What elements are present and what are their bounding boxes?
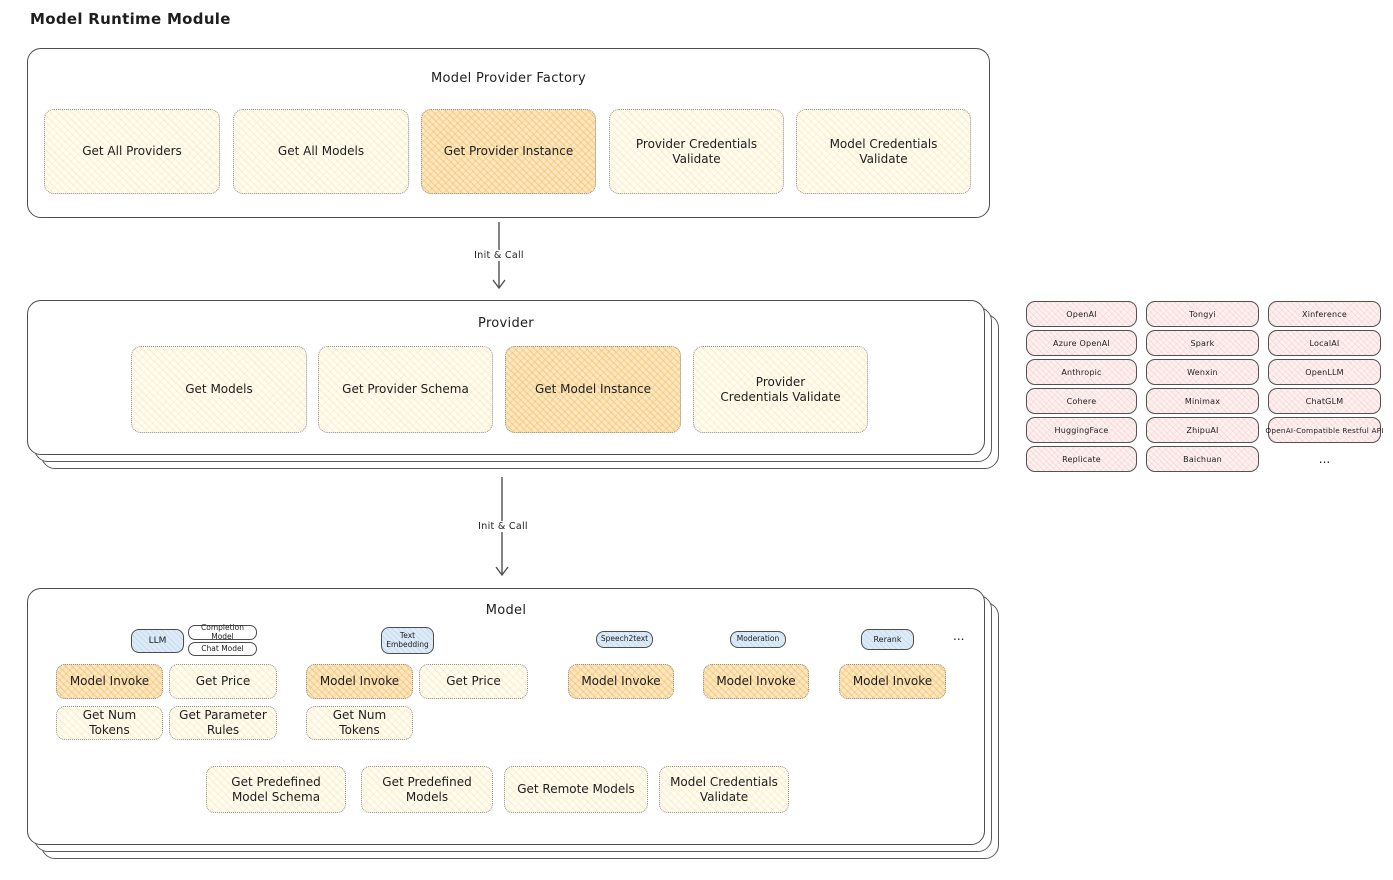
tab-text-embedding: Text Embedding [381, 627, 434, 654]
provider-chip-huggingface: HuggingFace [1026, 417, 1137, 443]
tab-completion-model: Completion Model [188, 623, 257, 640]
provider-chip-azure-openai: Azure OpenAI [1026, 330, 1137, 356]
provider-chip-more-ellipsis: ... [1318, 452, 1331, 466]
model-button-llm-model-invoke: Model Invoke [56, 664, 163, 699]
model-button-llm-get-num-tokens: Get Num Tokens [56, 706, 163, 740]
tabs-more-ellipsis: ... [953, 629, 965, 643]
factory-panel: Model Provider Factory Get All Providers… [27, 48, 990, 218]
model-title: Model [485, 603, 527, 618]
tab-chat-model: Chat Model [188, 642, 257, 656]
provider-chip-minimax: Minimax [1146, 388, 1259, 414]
provider-grid: OpenAI Tongyi Xinference Azure OpenAI Sp… [1026, 301, 1383, 472]
factory-button-model-credentials-validate: Model Credentials Validate [796, 109, 971, 194]
provider-chip-baichuan: Baichuan [1146, 446, 1259, 472]
provider-button-get-model-instance: Get Model Instance [505, 346, 681, 433]
provider-chip-anthropic: Anthropic [1026, 359, 1137, 385]
provider-chip-localai: LocalAI [1268, 330, 1381, 356]
factory-button-get-all-models: Get All Models [233, 109, 409, 194]
provider-title: Provider [478, 316, 534, 331]
factory-button-get-provider-instance: Get Provider Instance [421, 109, 596, 194]
provider-chip-wenxin: Wenxin [1146, 359, 1259, 385]
provider-button-provider-credentials-validate: Provider Credentials Validate [693, 346, 868, 433]
model-button-embedding-get-price: Get Price [419, 664, 528, 699]
provider-button-get-models: Get Models [131, 346, 307, 433]
model-button-llm-get-price: Get Price [169, 664, 277, 699]
model-button-rerank-model-invoke: Model Invoke [839, 664, 946, 699]
provider-chip-openai: OpenAI [1026, 301, 1137, 327]
provider-chip-cohere: Cohere [1026, 388, 1137, 414]
provider-panel: Provider Get Models Get Provider Schema … [27, 300, 985, 455]
model-button-embedding-model-invoke: Model Invoke [306, 664, 413, 699]
model-button-embedding-get-num-tokens: Get Num Tokens [306, 706, 413, 740]
model-button-speech2text-model-invoke: Model Invoke [568, 664, 674, 699]
tab-speech2text: Speech2text [596, 631, 653, 648]
provider-chip-xinference: Xinference [1268, 301, 1381, 327]
model-button-get-predefined-model-schema: Get Predefined Model Schema [206, 766, 346, 813]
provider-chip-openai-compatible: OpenAI-Compatible Restful API [1265, 417, 1383, 443]
provider-chip-replicate: Replicate [1026, 446, 1137, 472]
provider-button-get-provider-schema: Get Provider Schema [318, 346, 493, 433]
tab-moderation: Moderation [730, 631, 786, 648]
model-button-model-credentials-validate: Model Credentials Validate [659, 766, 789, 813]
provider-chip-spark: Spark [1146, 330, 1259, 356]
model-button-get-predefined-models: Get Predefined Models [361, 766, 493, 813]
factory-button-get-all-providers: Get All Providers [44, 109, 220, 194]
tab-llm: LLM [131, 629, 184, 653]
provider-chip-openllm: OpenLLM [1268, 359, 1381, 385]
model-panel: Model LLM Completion Model Chat Model Te… [27, 588, 985, 845]
model-button-moderation-model-invoke: Model Invoke [703, 664, 809, 699]
init-call-label-1: Init & Call [470, 250, 528, 261]
model-button-llm-get-parameter-rules: Get Parameter Rules [169, 706, 277, 740]
provider-chip-tongyi: Tongyi [1146, 301, 1259, 327]
factory-button-provider-credentials-validate: Provider Credentials Validate [609, 109, 784, 194]
provider-chip-zhipuai: ZhipuAI [1146, 417, 1259, 443]
model-button-get-remote-models: Get Remote Models [504, 766, 648, 813]
factory-title: Model Provider Factory [431, 71, 586, 86]
page-title: Model Runtime Module [30, 10, 231, 28]
tab-rerank: Rerank [861, 629, 914, 650]
provider-chip-chatglm: ChatGLM [1268, 388, 1381, 414]
init-call-label-2: Init & Call [474, 521, 532, 532]
